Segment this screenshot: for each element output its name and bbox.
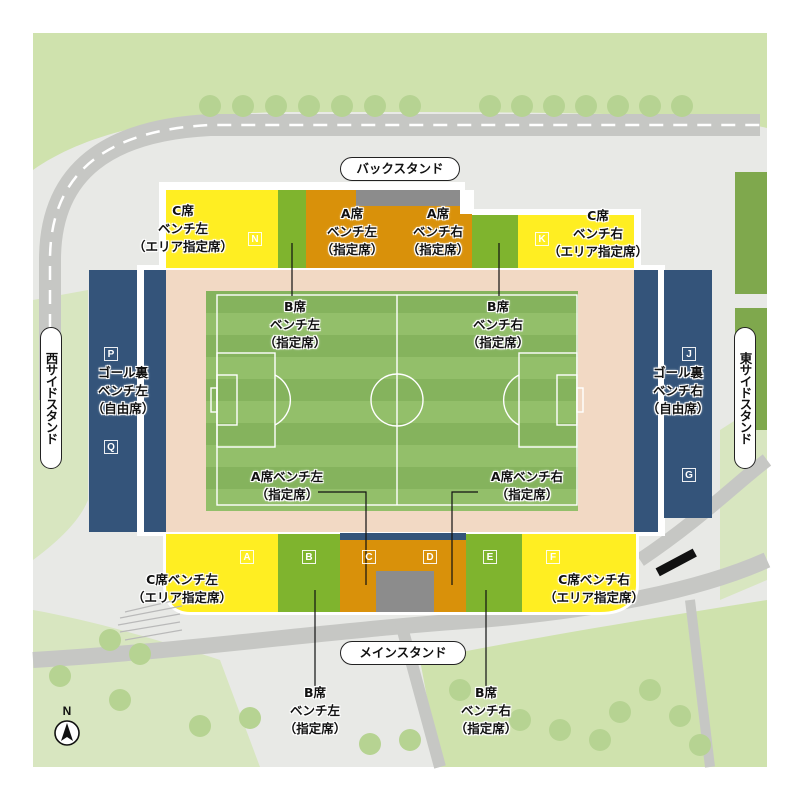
pitch-stripes <box>206 291 578 489</box>
label-back-b-left: B席ベンチ左（指定席） <box>263 299 327 350</box>
stairs <box>117 597 186 641</box>
block-q: Q <box>104 440 118 454</box>
leader-lines <box>291 243 500 686</box>
block-a: A <box>240 550 254 564</box>
main-b-right-zone <box>466 534 522 612</box>
block-k: K <box>535 232 549 246</box>
label-goal-right: ゴール裏ベンチ右（自由席） <box>646 365 710 416</box>
block-c: C <box>362 550 376 564</box>
west-inner-stand <box>144 270 166 532</box>
main-c-right-zone <box>522 534 636 612</box>
east-stand-label: 東サイドスタンド <box>734 327 756 469</box>
block-g: G <box>682 468 696 482</box>
west-stand-label: 西サイドスタンド <box>40 327 62 469</box>
label-main-b-left: B席ベンチ左（指定席） <box>283 685 347 736</box>
east-field-1 <box>735 172 767 294</box>
label-back-c-right: C席ベンチ右（エリア指定席） <box>547 208 648 259</box>
back-c-right-zone <box>518 215 634 268</box>
compass: N <box>52 704 82 750</box>
road-south <box>32 552 771 668</box>
label-back-a-left: A席ベンチ左（指定席） <box>320 206 384 257</box>
main-grey-box <box>376 571 434 612</box>
main-stand-label: メインスタンド <box>340 641 466 665</box>
label-main-a-left: A席ベンチ左（指定席） <box>250 469 324 502</box>
trees <box>49 95 711 756</box>
label-main-c-right: C席ベンチ右（エリア指定席） <box>543 572 644 605</box>
block-e: E <box>483 550 497 564</box>
back-a-right-notch <box>460 190 474 214</box>
block-p: P <box>104 347 118 361</box>
label-main-a-right: A席ベンチ右（指定席） <box>490 469 564 502</box>
label-goal-left: ゴール裏ベンチ左（自由席） <box>91 365 155 416</box>
back-grey-box <box>356 190 460 206</box>
road-east <box>636 454 772 566</box>
back-stand-label: バックスタンド <box>340 157 460 181</box>
block-b: B <box>302 550 316 564</box>
bus-bar <box>655 548 697 577</box>
label-back-c-left: C席ベンチ左（エリア指定席） <box>132 203 233 254</box>
label-main-c-left: C席ベンチ左（エリア指定席） <box>131 572 232 605</box>
label-main-b-right: B席ベンチ右（指定席） <box>454 685 518 736</box>
back-b-right-zone <box>472 215 518 268</box>
label-back-a-right: A席ベンチ右（指定席） <box>406 206 470 257</box>
pitch-lines <box>210 294 584 506</box>
main-c-left-zone <box>166 534 278 612</box>
block-n: N <box>248 232 262 246</box>
compass-n-label: N <box>62 704 72 718</box>
main-b-left-zone <box>278 534 340 612</box>
west-outer-stand <box>89 270 137 532</box>
main-top-strip <box>340 533 466 540</box>
back-c-left-zone <box>166 190 278 268</box>
east-outer-stand <box>664 270 712 518</box>
block-j: J <box>682 347 696 361</box>
label-back-b-right: B席ベンチ右（指定席） <box>466 299 530 350</box>
block-d: D <box>423 550 437 564</box>
east-inner-stand <box>634 270 658 532</box>
block-f: F <box>546 550 560 564</box>
north-arrow-icon <box>54 720 80 746</box>
loop-road-dashes <box>48 123 760 400</box>
